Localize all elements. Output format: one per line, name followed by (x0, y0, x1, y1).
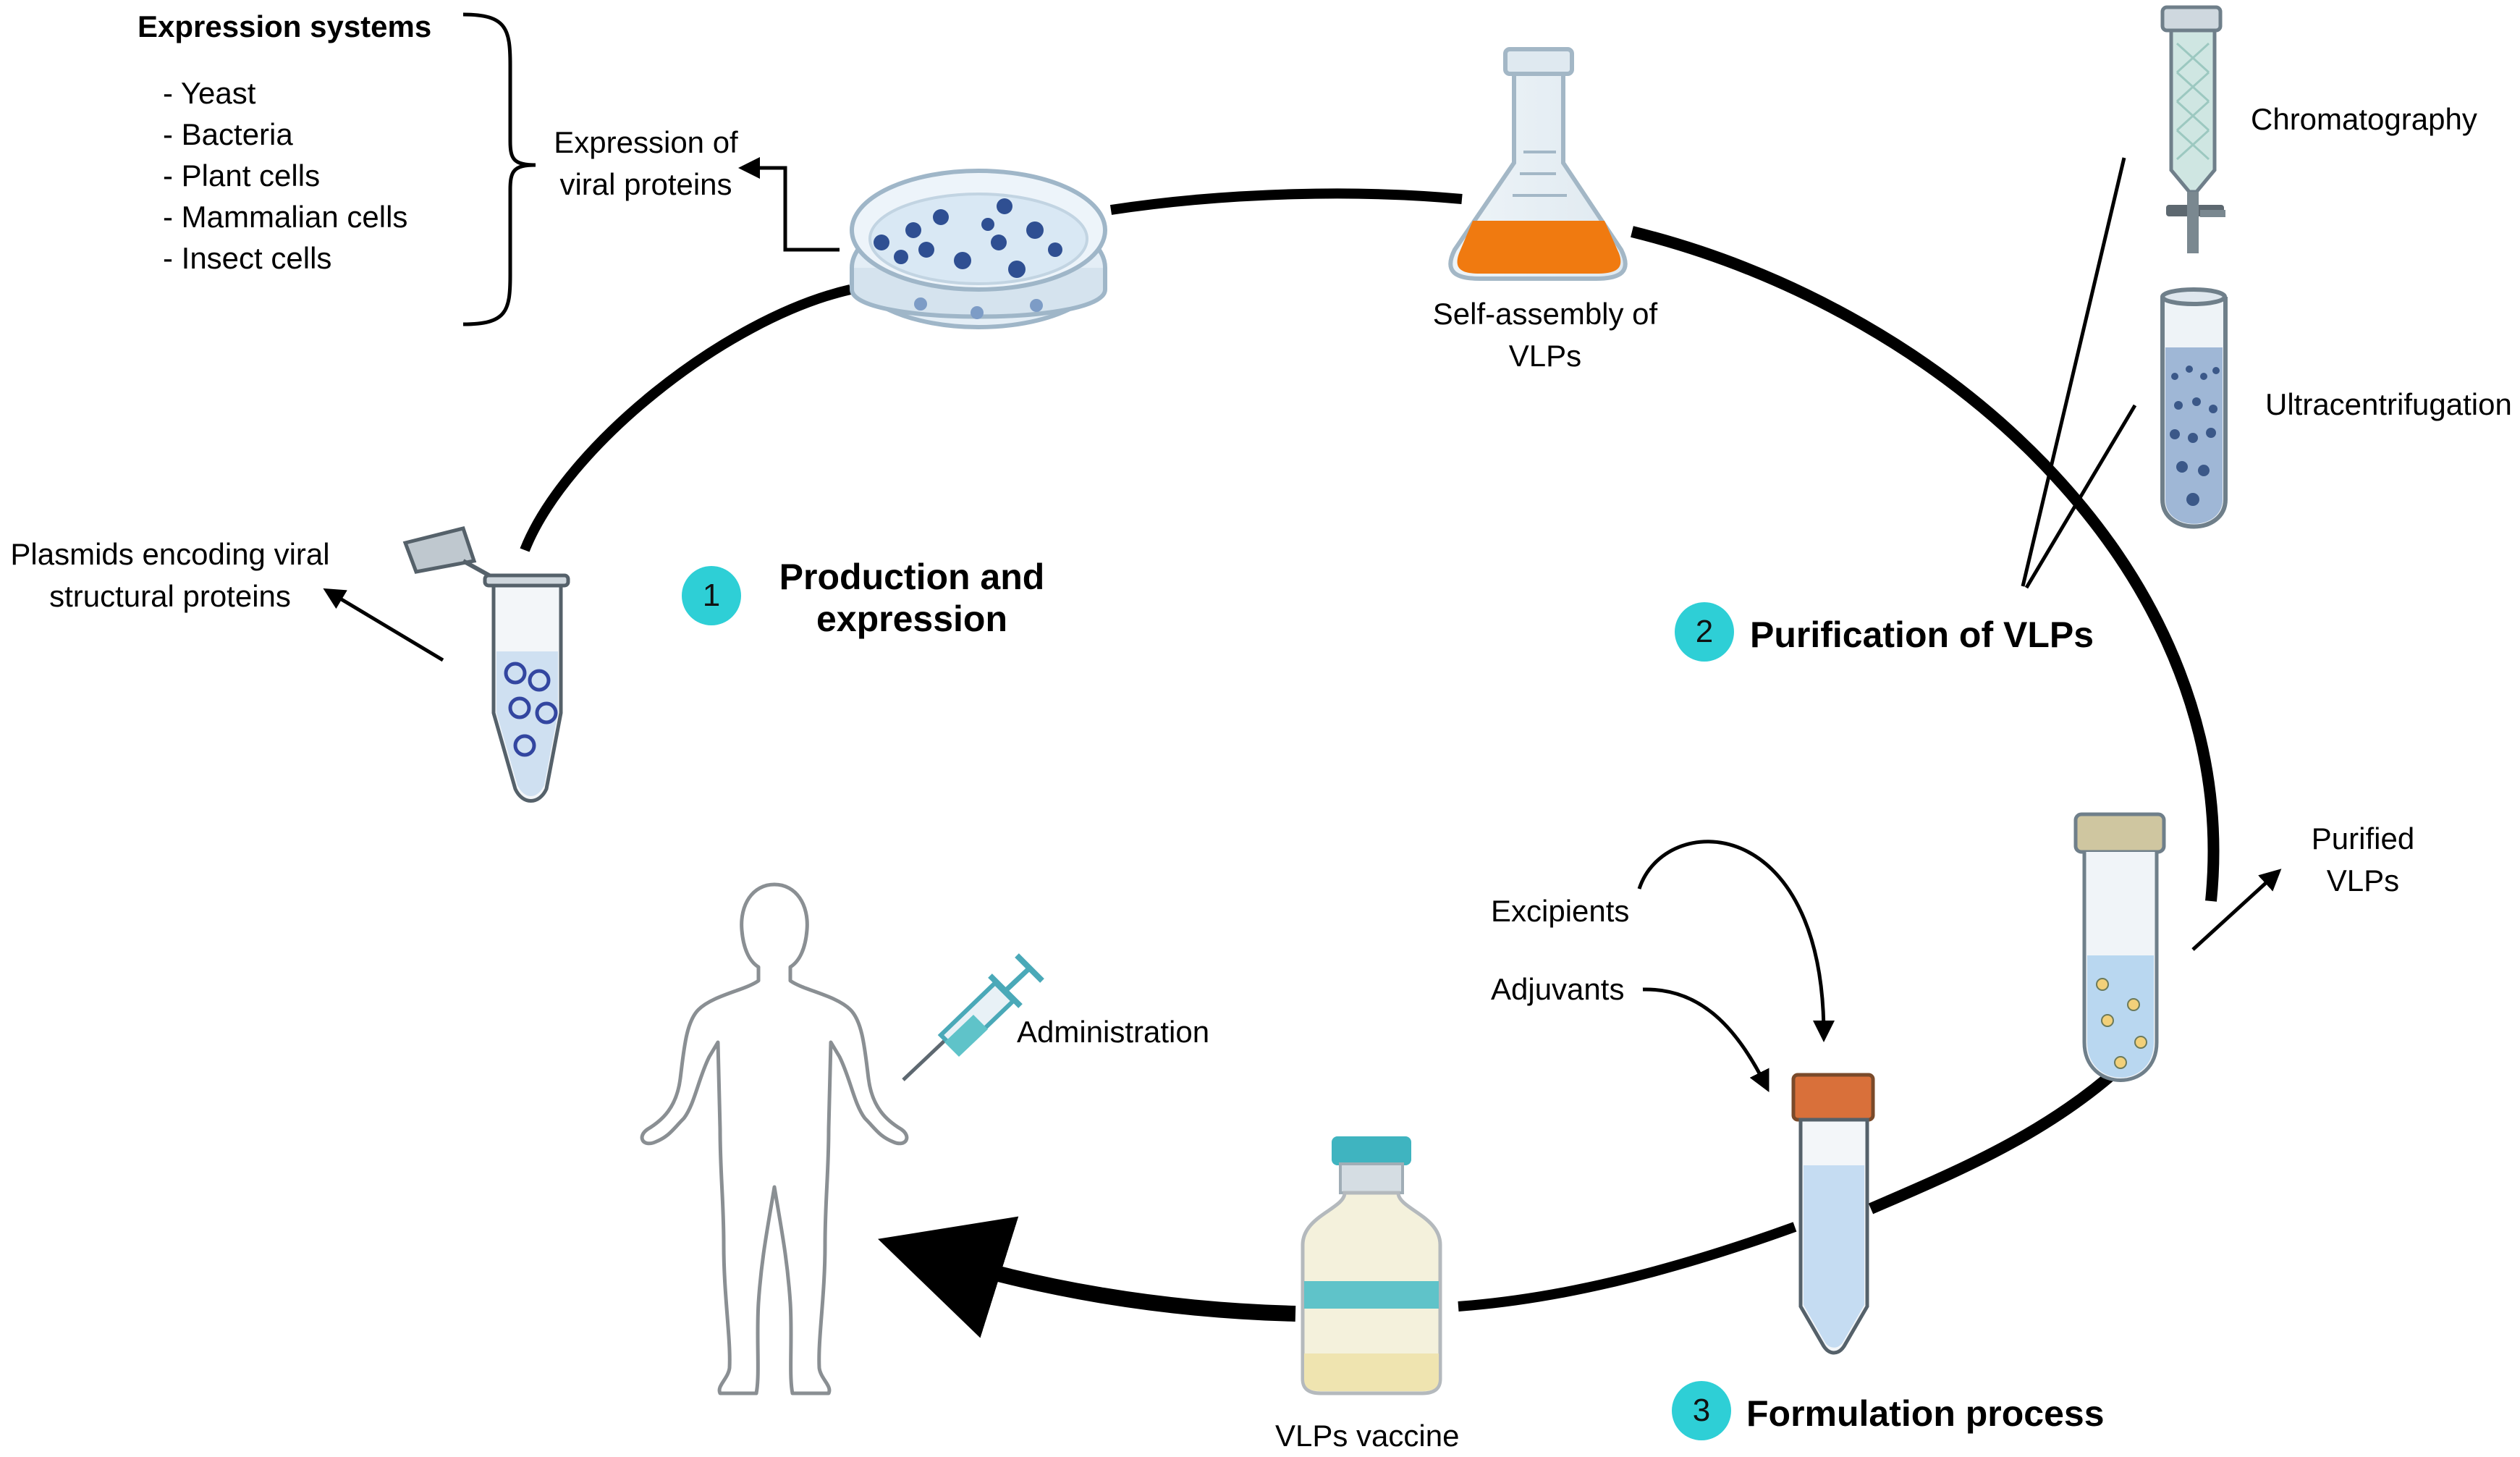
step-3-badge: 3 (1672, 1381, 1731, 1440)
purification-line-2 (2024, 404, 2137, 589)
list-item: - Mammalian cells (163, 200, 408, 234)
step-2-badge: 2 (1675, 602, 1734, 662)
title-line: expression (816, 599, 1007, 639)
purified-vlps-tube-icon (2073, 812, 2166, 1082)
label-line: viral proteins (559, 167, 732, 201)
arrow-excipients (1637, 840, 1835, 1042)
vaccine-vial-icon (1301, 1136, 1442, 1395)
ultracentrifugation-label: Ultracentrifugation (2265, 387, 2512, 421)
label-line: VLPs (2326, 863, 2400, 898)
cycle-arc-bottom (1458, 1222, 1797, 1312)
step-1-title: Production and expression (753, 556, 1071, 640)
chromatography-label: Chromatography (2251, 102, 2477, 136)
cycle-arc-top (1109, 188, 1463, 215)
step-2-title: Purification of VLPs (1750, 615, 2094, 655)
flask-icon (1448, 47, 1628, 281)
label-line: VLPs (1508, 339, 1582, 373)
list-item: - Insect cells (163, 241, 332, 275)
title-line: Production and (779, 557, 1045, 597)
label-line: Expression of (554, 125, 738, 159)
arrow-petri-to-expression (738, 157, 840, 252)
ultracentrifuge-tube-icon (2160, 287, 2228, 529)
purification-line-1 (2021, 157, 2126, 587)
cycle-arc-to-human (878, 1216, 1296, 1338)
list-item: - Yeast (163, 76, 256, 110)
step-1-badge: 1 (682, 566, 741, 625)
cycle-arc-left (520, 284, 852, 552)
expression-systems-title: Expression systems (138, 9, 432, 43)
syringe-icon (902, 953, 1044, 1081)
list-item: - Bacteria (163, 117, 293, 151)
arrow-purified (2191, 869, 2282, 951)
formulation-tube-icon (1791, 1073, 1875, 1355)
list-item: - Plant cells (163, 159, 321, 193)
step-3-title: Formulation process (1746, 1393, 2105, 1434)
chromatography-column-icon (2160, 5, 2225, 253)
expression-systems-list: - Yeast - Bacteria - Plant cells - Mamma… (163, 72, 407, 279)
cycle-arc-right (1631, 226, 2220, 902)
label-line: Self-assembly of (1432, 297, 1658, 331)
plasmid-tube-icon (402, 526, 570, 803)
adjuvants-label: Adjuvants (1491, 972, 1625, 1006)
expression-systems-bracket (462, 12, 536, 326)
plasmids-label: Plasmids encoding viral structural prote… (0, 533, 340, 617)
vlps-vaccine-label: VLPs vaccine (1275, 1419, 1460, 1453)
label-line: structural proteins (49, 579, 291, 613)
purified-vlps-label: Purified VLPs (2291, 818, 2435, 902)
arrow-plasmids (323, 588, 444, 662)
administration-label: Administration (1017, 1015, 1210, 1049)
arrow-adjuvants (1642, 987, 1770, 1092)
label-line: Purified (2311, 822, 2415, 856)
petri-dish-icon (850, 169, 1107, 329)
human-figure-icon (640, 882, 909, 1395)
expression-of-viral-proteins-label: Expression of viral proteins (539, 122, 753, 206)
label-line: Plasmids encoding viral (10, 537, 330, 571)
excipients-label: Excipients (1491, 894, 1630, 928)
self-assembly-label: Self-assembly of VLPs (1415, 293, 1675, 377)
